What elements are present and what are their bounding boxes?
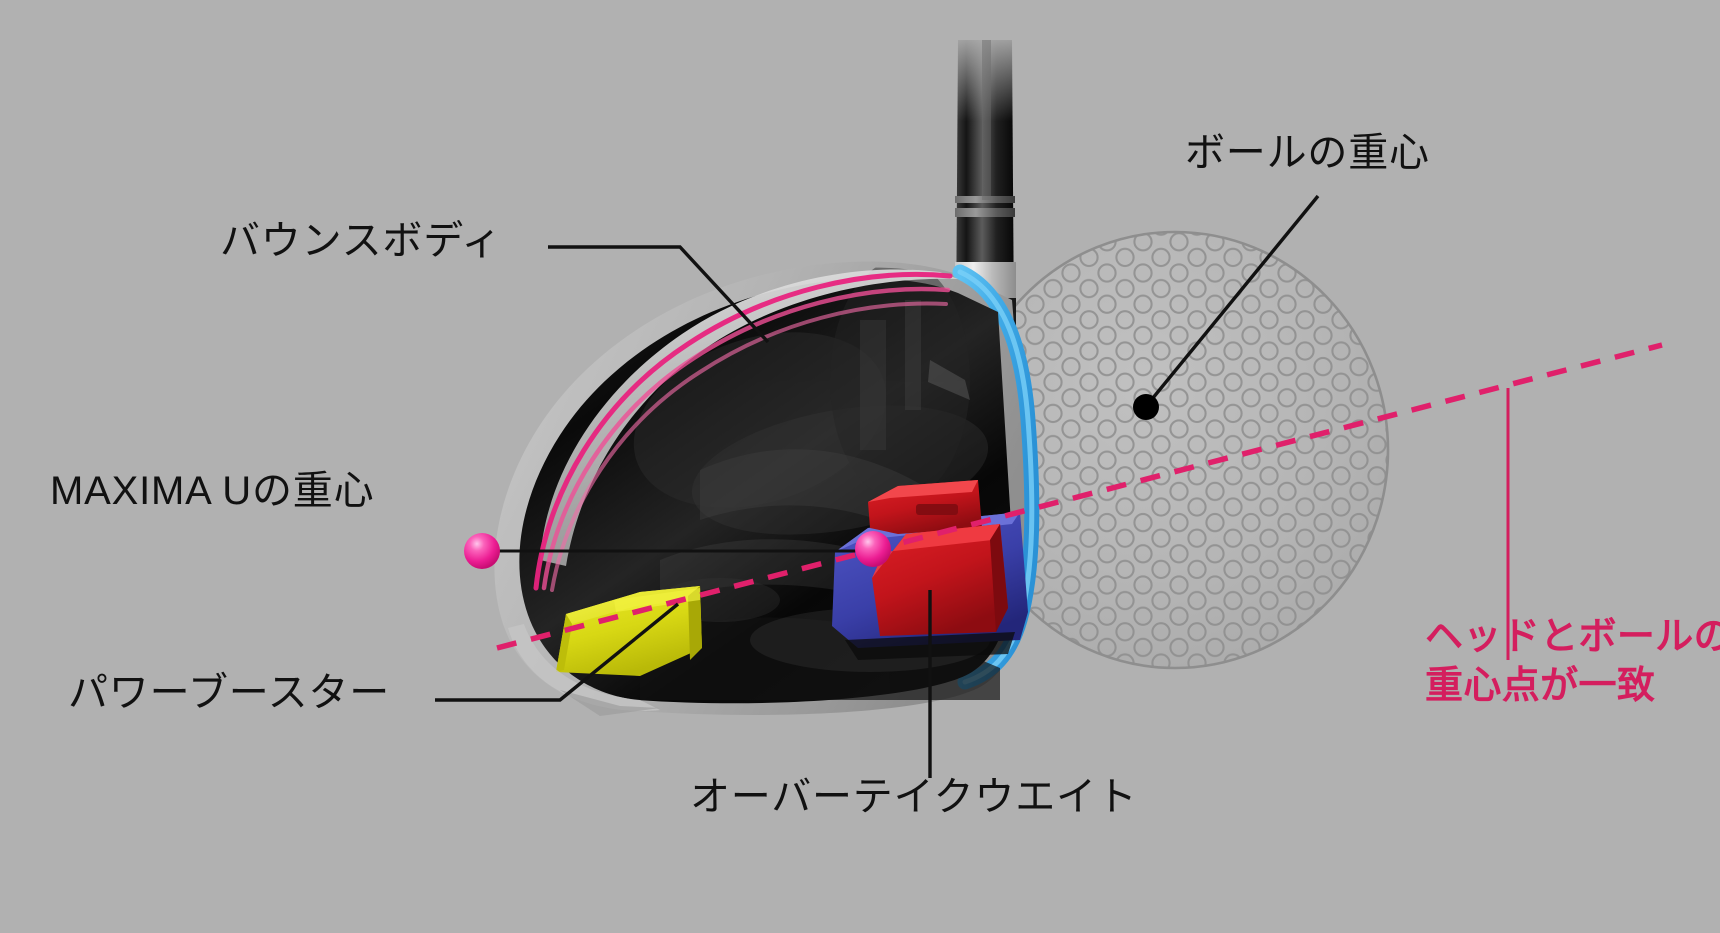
cog-alignment-line <box>496 342 1663 651</box>
club-head-cutaway <box>494 261 1040 716</box>
label-maxima-center-of-gravity: MAXIMA Uの重心 <box>50 469 375 513</box>
ball-cog-marker <box>1133 394 1159 420</box>
bounce-body-arcs <box>533 271 953 592</box>
cog-markers <box>464 394 1159 569</box>
power-booster-weight <box>556 586 702 676</box>
cog-match-note-line2: 重心点が一致 <box>1425 664 1656 707</box>
label-ball-center-of-gravity: ボールの重心 <box>1185 131 1430 175</box>
maxima-cog-marker-outer <box>464 533 500 569</box>
label-bounce-body: バウンスボディ <box>220 219 502 263</box>
leader-lines <box>435 194 1320 778</box>
label-overtake-weight: オーバーテイクウエイト <box>690 775 1138 819</box>
label-power-booster: パワーブースター <box>68 671 390 715</box>
label-cog-match-note: ヘッドとボールの 重心点が一致 <box>1425 613 1720 710</box>
maxima-cog-marker-inner <box>855 531 891 567</box>
cog-match-note-line1: ヘッドとボールの <box>1425 616 1720 658</box>
